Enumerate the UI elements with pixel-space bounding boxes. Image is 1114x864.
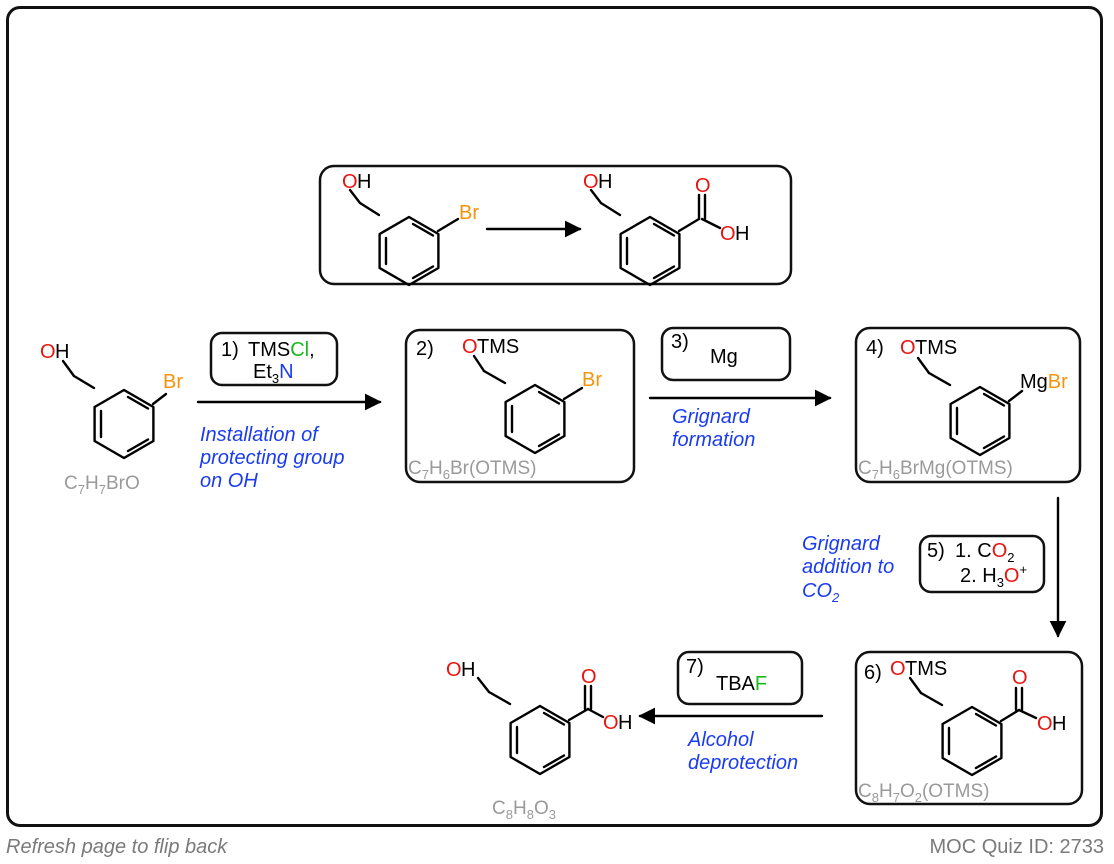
refresh-hint: Refresh page to flip back: [6, 836, 228, 858]
hydrogen-label: H: [461, 659, 475, 681]
step7-note-line2: deprotection: [688, 752, 798, 774]
step7-number: 7): [686, 656, 704, 678]
step1-reagent-box: [209, 331, 339, 387]
hydroxyl-oxygen-label: O: [720, 223, 736, 245]
tms-label: TMS: [905, 658, 947, 680]
carbonyl-oxygen-label: O: [581, 666, 597, 688]
formula-start: C7H7BrO: [64, 473, 140, 497]
step1-note-line3: on OH: [200, 470, 258, 492]
carbonyl-oxygen-label: O: [695, 175, 711, 197]
step4-box: [854, 326, 1082, 484]
step5-reagent-box: [918, 534, 1046, 594]
hydroxyl-hydrogen-label: H: [735, 223, 749, 245]
step2-molecule: O TMS Br: [462, 336, 602, 455]
oxygen-label: O: [446, 659, 462, 681]
tms-label: TMS: [477, 336, 519, 358]
summary-box: [318, 164, 793, 286]
formula-step4: C7H6BrMg(OTMS): [858, 458, 1013, 482]
hydroxyl-hydrogen-label: H: [618, 712, 632, 734]
quiz-id: MOC Quiz ID: 2733: [929, 836, 1104, 858]
hydrogen-label: H: [598, 171, 612, 193]
step3-reagent: Mg: [710, 346, 738, 368]
oxygen-label: O: [890, 658, 906, 680]
hydroxyl-hydrogen-label: H: [1052, 713, 1066, 735]
step7-note-line1: Alcohol: [687, 729, 754, 751]
hydrogen-label: H: [55, 341, 69, 363]
step1-reagent-line1: TMSCl,: [248, 339, 315, 361]
step1-number: 1): [221, 339, 239, 361]
step5-reagent-line1: 1. CO2: [955, 540, 1014, 565]
step3-note-line2: formation: [672, 429, 755, 451]
oxygen-label: O: [462, 336, 478, 358]
step5-note-line3: CO2: [802, 580, 840, 605]
step1-reagent-line2: Et3N: [253, 361, 294, 386]
step2-number: 2): [416, 338, 434, 360]
summary-product-molecule: O H O O H: [583, 171, 749, 287]
step1-note-line2: protecting group: [199, 447, 345, 469]
formula-step2: C7H6Br(OTMS): [408, 458, 536, 482]
oxygen-label: O: [583, 171, 599, 193]
step5-reagent-line2: 2. H3O+: [960, 562, 1027, 590]
step2-box: [404, 328, 636, 484]
oxygen-label: O: [900, 337, 916, 359]
bromine-label: Br: [582, 369, 602, 391]
step3-reagent-box: [660, 326, 792, 382]
bromine-label: Br: [163, 371, 183, 393]
summary-start-molecule: O H Br: [342, 171, 479, 287]
formula-product: C8H8O3: [492, 798, 556, 822]
carbonyl-oxygen-label: O: [1012, 667, 1028, 689]
oxygen-label: O: [40, 341, 56, 363]
step5-number: 5): [927, 540, 945, 562]
step6-molecule: O TMS O O H: [890, 658, 1066, 777]
step4-number: 4): [866, 337, 884, 359]
step1-note-line1: Installation of: [200, 424, 320, 446]
step6-number: 6): [864, 662, 882, 684]
step3-number: 3): [671, 331, 689, 353]
step7-reagent: TBAF: [716, 673, 767, 695]
step3-note-line1: Grignard: [672, 406, 751, 428]
oxygen-label: O: [342, 171, 358, 193]
step6-box: [854, 650, 1084, 806]
formula-step6: C8H7O2(OTMS): [858, 781, 990, 805]
mgbr-label: MgBr: [1020, 371, 1068, 393]
bromine-label: Br: [459, 202, 479, 224]
step5-note-line1: Grignard: [802, 533, 881, 555]
hydroxyl-oxygen-label: O: [603, 712, 619, 734]
final-product-molecule: O H O O H: [446, 659, 632, 776]
hydroxyl-oxygen-label: O: [1037, 713, 1053, 735]
start-molecule: O H Br: [40, 341, 183, 460]
step7-reagent-box: [676, 650, 804, 706]
tms-label: TMS: [915, 337, 957, 359]
hydrogen-label: H: [357, 171, 371, 193]
step5-note-line2: addition to: [802, 556, 894, 578]
step4-molecule: O TMS MgBr: [900, 337, 1068, 457]
